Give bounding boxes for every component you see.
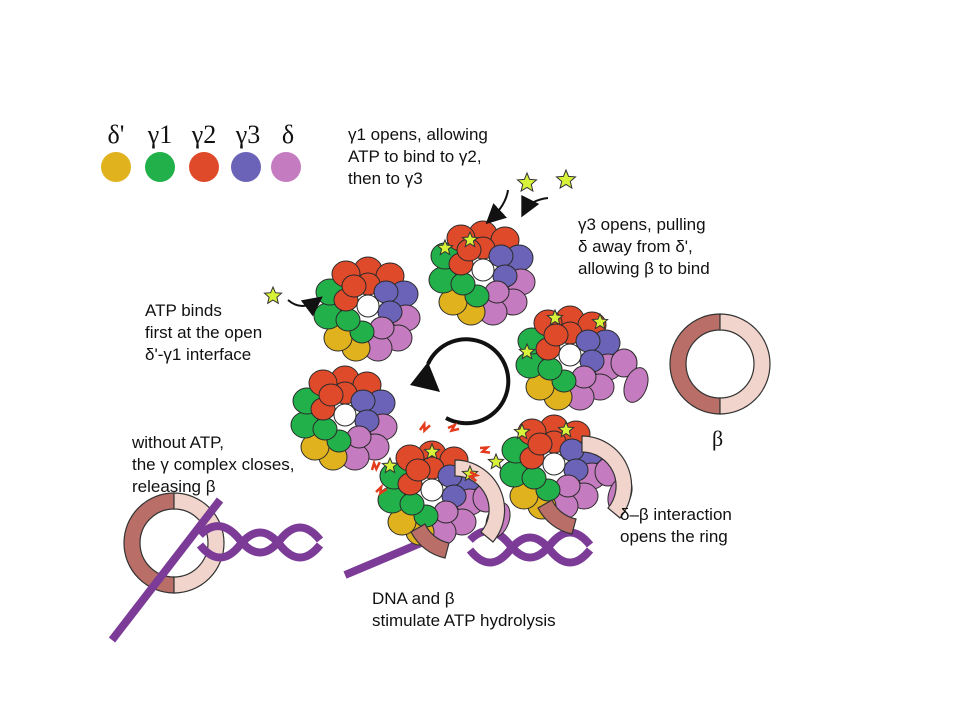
atp-star-free-icon [516,171,538,193]
legend-symbol-gamma2: γ2 [191,120,217,149]
label-without-atp: without ATP, the γ complex closes, relea… [132,433,295,496]
atp-binding-arrow-icon [287,296,323,317]
legend-swatch-delta-prime [101,152,131,182]
hydrolysis-spark-icon [479,446,491,454]
legend-symbol-delta-prime: δ' [107,120,125,149]
atp-star-bound-icon [381,456,399,474]
gamma-complex-atp-binding [313,256,421,362]
atp-star-bound-icon [461,230,479,248]
dna-helix-left [108,497,324,643]
beta-ring [669,313,771,415]
label-gamma3-opens: γ3 opens, pulling δ away from δ', allowi… [578,215,710,278]
label-gamma1-opens: γ1 opens, allowing ATP to bind to γ2, th… [348,125,488,188]
atp-star-bound-icon [518,342,536,360]
legend-swatch-gamma2 [189,152,219,182]
atp-star-free-icon [555,168,577,190]
atp-star-bound-icon [546,308,564,326]
label-beta: β [712,426,724,451]
atp-star-bound-icon [436,238,454,256]
label-delta-beta-interaction: δ–β interaction opens the ring [620,505,732,546]
cycle-arrow-icon [410,337,511,426]
gamma-complex-gamma1-open [428,220,536,326]
hydrolysis-spark-icon [418,420,431,434]
atp-star-bound-icon [487,452,505,470]
atp-binding-arrow-icon [521,195,549,218]
beta-ring-opening [537,435,633,535]
beta-ring-loading [410,459,506,559]
label-atp-binds-first: ATP binds first at the open δ'-γ1 interf… [145,301,263,364]
dna-helix-right [343,527,594,579]
legend-swatch-gamma3 [231,152,261,182]
hydrolysis-spark-icon [467,470,481,483]
gamma-complex-closed-without-atp [290,365,398,471]
atp-star-bound-icon [513,422,531,440]
atp-star-bound-icon [557,420,575,438]
atp-binding-arrow-icon [485,189,509,225]
label-dna-beta-hydrolysis: DNA and β stimulate ATP hydrolysis [372,589,556,630]
legend-symbol-delta: δ [281,120,295,149]
hydrolysis-spark-icon [375,483,388,496]
gamma-complex-gamma3-open [515,305,649,411]
atp-star-bound-icon [591,312,609,330]
legend-symbol-gamma3: γ3 [235,120,261,149]
legend-swatch-gamma1 [145,152,175,182]
legend-swatch-delta [271,152,301,182]
hydrolysis-spark-icon [447,422,460,433]
atp-star-free-left-icon [263,285,283,305]
hydrolysis-spark-icon [370,459,381,473]
legend-symbol-gamma1: γ1 [147,120,173,149]
atp-star-bound-icon [423,442,441,460]
